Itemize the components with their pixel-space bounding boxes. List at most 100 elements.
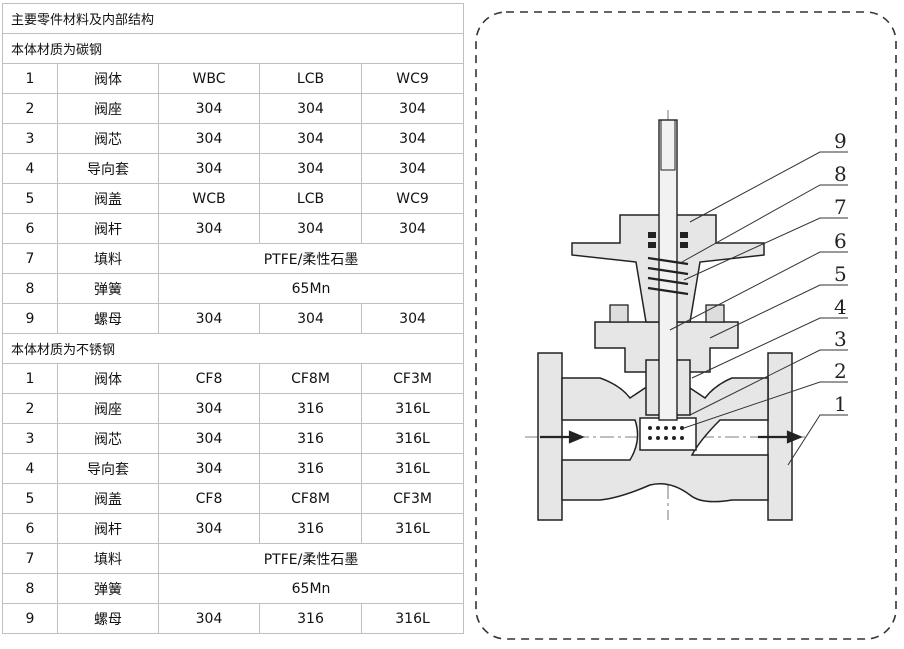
material-grade-3: 304 [360, 93, 465, 124]
section-header-row: 本体材质为碳钢 [1, 33, 465, 64]
material-merged: 65Mn [157, 573, 465, 604]
callout-6: 6 [834, 229, 847, 253]
part-name: 填料 [57, 243, 159, 274]
part-name: 螺母 [57, 303, 159, 334]
part-name: 阀芯 [57, 123, 159, 154]
part-name: 阀杆 [57, 213, 159, 244]
material-grade-2: 316 [259, 453, 362, 484]
material-merged: PTFE/柔性石墨 [157, 543, 465, 574]
material-grade-1: CF8 [158, 483, 260, 514]
part-number: 4 [2, 153, 58, 184]
material-grade-2: LCB [259, 63, 362, 94]
section-title: 本体材质为不锈钢 [1, 333, 465, 364]
part-number: 6 [2, 513, 58, 544]
material-grade-2: 316 [259, 603, 362, 634]
part-number: 7 [2, 543, 58, 574]
material-grade-1: WCB [158, 183, 260, 214]
material-grade-1: 304 [158, 303, 260, 334]
material-grade-3: 304 [360, 213, 465, 244]
spring [647, 256, 689, 296]
part-name: 阀体 [57, 363, 159, 394]
material-grade-1: CF8 [158, 363, 260, 394]
part-number: 5 [2, 483, 58, 514]
part-name: 阀盖 [57, 183, 159, 214]
part-name: 导向套 [57, 153, 159, 184]
material-grade-1: 304 [158, 513, 260, 544]
part-name: 阀杆 [57, 513, 159, 544]
material-grade-3: 304 [360, 123, 465, 154]
dashed-frame [475, 11, 897, 640]
part-name: 填料 [57, 543, 159, 574]
section-title: 本体材质为碳钢 [1, 33, 465, 64]
part-number: 7 [2, 243, 58, 274]
callout-2: 2 [834, 359, 847, 383]
part-number: 4 [2, 453, 58, 484]
material-grade-3: 316L [360, 513, 465, 544]
material-merged: 65Mn [157, 273, 465, 304]
part-name: 弹簧 [57, 273, 159, 304]
material-grade-2: 316 [259, 393, 362, 424]
nut-left [609, 304, 629, 323]
material-grade-1: 304 [158, 123, 260, 154]
part-name: 阀体 [57, 63, 159, 94]
part-name: 弹簧 [57, 573, 159, 604]
material-grade-2: 304 [259, 213, 362, 244]
material-grade-3: CF3M [360, 483, 465, 514]
part-number: 1 [2, 363, 58, 394]
material-grade-3: 316L [360, 603, 465, 634]
part-name: 阀盖 [57, 483, 159, 514]
table-title: 主要零件材料及内部结构 [1, 3, 465, 34]
valve-cross-section-diagram: 9 8 7 6 5 4 3 2 1 [475, 11, 897, 640]
material-grade-2: 304 [259, 123, 362, 154]
material-grade-2: CF8M [259, 363, 362, 394]
callout-7: 7 [834, 195, 847, 219]
part-number: 3 [2, 123, 58, 154]
part-name: 阀座 [57, 93, 159, 124]
stem-top [660, 119, 676, 171]
section-header-row: 本体材质为不锈钢 [1, 333, 465, 364]
callout-4: 4 [834, 295, 847, 319]
material-grade-3: WC9 [360, 63, 465, 94]
material-grade-2: 304 [259, 153, 362, 184]
part-number: 9 [2, 303, 58, 334]
callout-1: 1 [834, 392, 847, 416]
part-name: 阀芯 [57, 423, 159, 454]
callout-9: 9 [834, 129, 847, 153]
material-grade-2: 316 [259, 423, 362, 454]
material-grade-2: 304 [259, 303, 362, 334]
material-grade-1: 304 [158, 603, 260, 634]
material-grade-3: 304 [360, 153, 465, 184]
material-grade-3: 316L [360, 423, 465, 454]
material-grade-2: 316 [259, 513, 362, 544]
table-title-row: 主要零件材料及内部结构 [1, 3, 465, 34]
part-number: 2 [2, 393, 58, 424]
callout-5: 5 [834, 262, 847, 286]
callout-8: 8 [834, 162, 847, 186]
material-grade-1: 304 [158, 423, 260, 454]
part-number: 8 [2, 573, 58, 604]
part-name: 导向套 [57, 453, 159, 484]
part-name: 阀座 [57, 393, 159, 424]
material-grade-1: 304 [158, 153, 260, 184]
material-grade-3: 304 [360, 303, 465, 334]
material-grade-3: 316L [360, 393, 465, 424]
material-grade-2: CF8M [259, 483, 362, 514]
part-number: 9 [2, 603, 58, 634]
